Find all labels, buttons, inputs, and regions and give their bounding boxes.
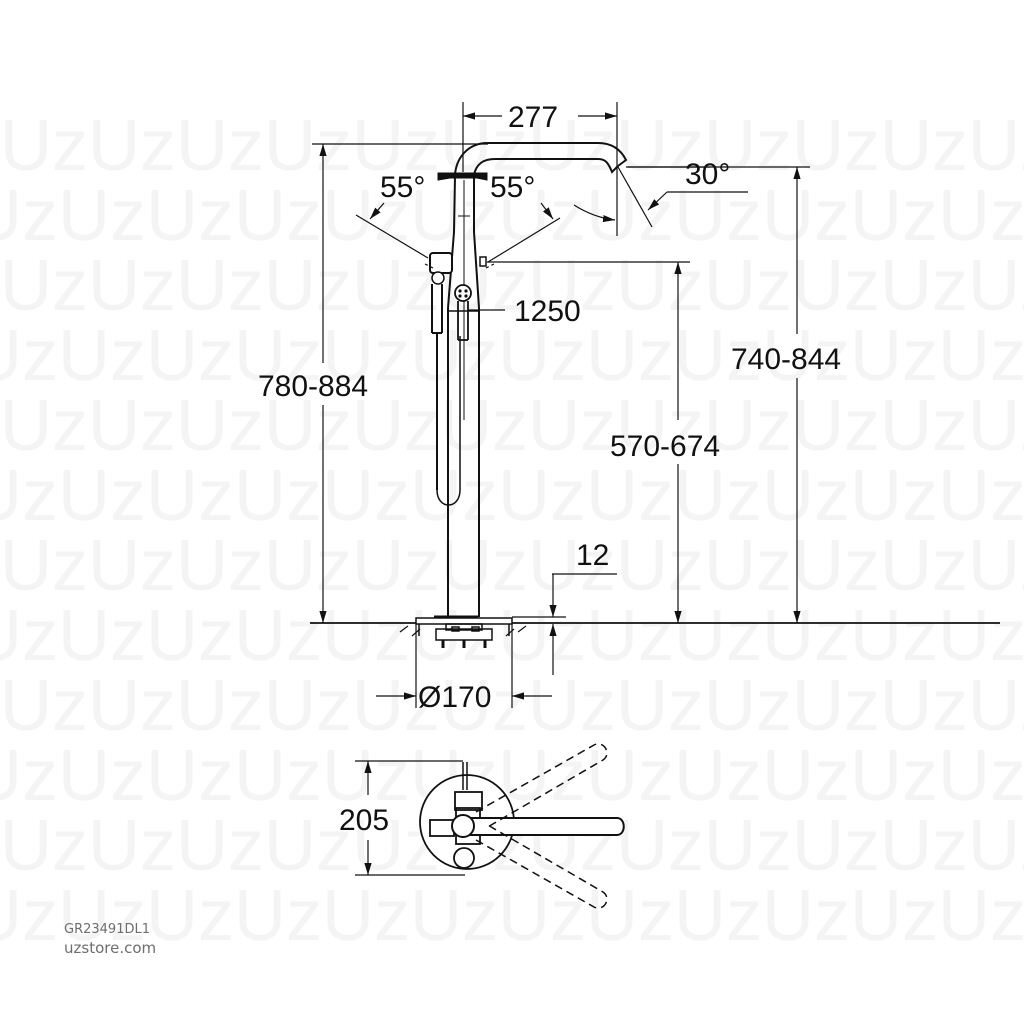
dim-12	[512, 573, 617, 675]
side-knob	[479, 256, 487, 267]
dim-170	[376, 624, 552, 708]
store-url[interactable]: uzstore.com	[64, 939, 157, 957]
top-plan-view: 205	[339, 743, 625, 909]
product-sku: GR23491DL1	[64, 922, 150, 937]
top-view-depth-label: 205	[339, 804, 389, 837]
dim-205	[355, 760, 465, 876]
dim-740-844	[628, 166, 810, 623]
dim-780-884	[312, 143, 488, 623]
handle-rotation-dashed	[475, 743, 608, 909]
base-diameter-label: Ø170	[418, 681, 491, 714]
dim-570-674	[487, 261, 690, 623]
hose-connector	[454, 284, 472, 341]
spout-angle-label: 30°	[685, 158, 730, 191]
base-plate	[415, 615, 513, 648]
handle-lever	[453, 817, 625, 836]
faucet-spout	[437, 142, 628, 181]
faucet-column	[447, 175, 480, 617]
outlet-height-label: 570-674	[610, 430, 720, 463]
footer: GR23491DL1 uzstore.com	[64, 921, 156, 957]
handle-angle-left-label: 55°	[380, 171, 425, 204]
angle-arrow-left	[369, 202, 385, 220]
dim-277	[462, 102, 618, 236]
hose-length-label: 1250	[514, 295, 581, 328]
base-thickness-label: 12	[576, 539, 609, 572]
handle-angle-right-label: 55°	[490, 171, 535, 204]
hand-shower-holder	[429, 252, 461, 506]
handle-rotation-lines	[355, 214, 561, 269]
front-elevation-view: 55° 55° 277 30° 1250 780-884	[258, 101, 1000, 714]
spout-reach-label: 277	[508, 101, 558, 134]
angle-arrow-right	[540, 202, 554, 220]
total-height-left-label: 780-884	[258, 370, 368, 403]
total-height-right-label: 740-844	[731, 343, 841, 376]
